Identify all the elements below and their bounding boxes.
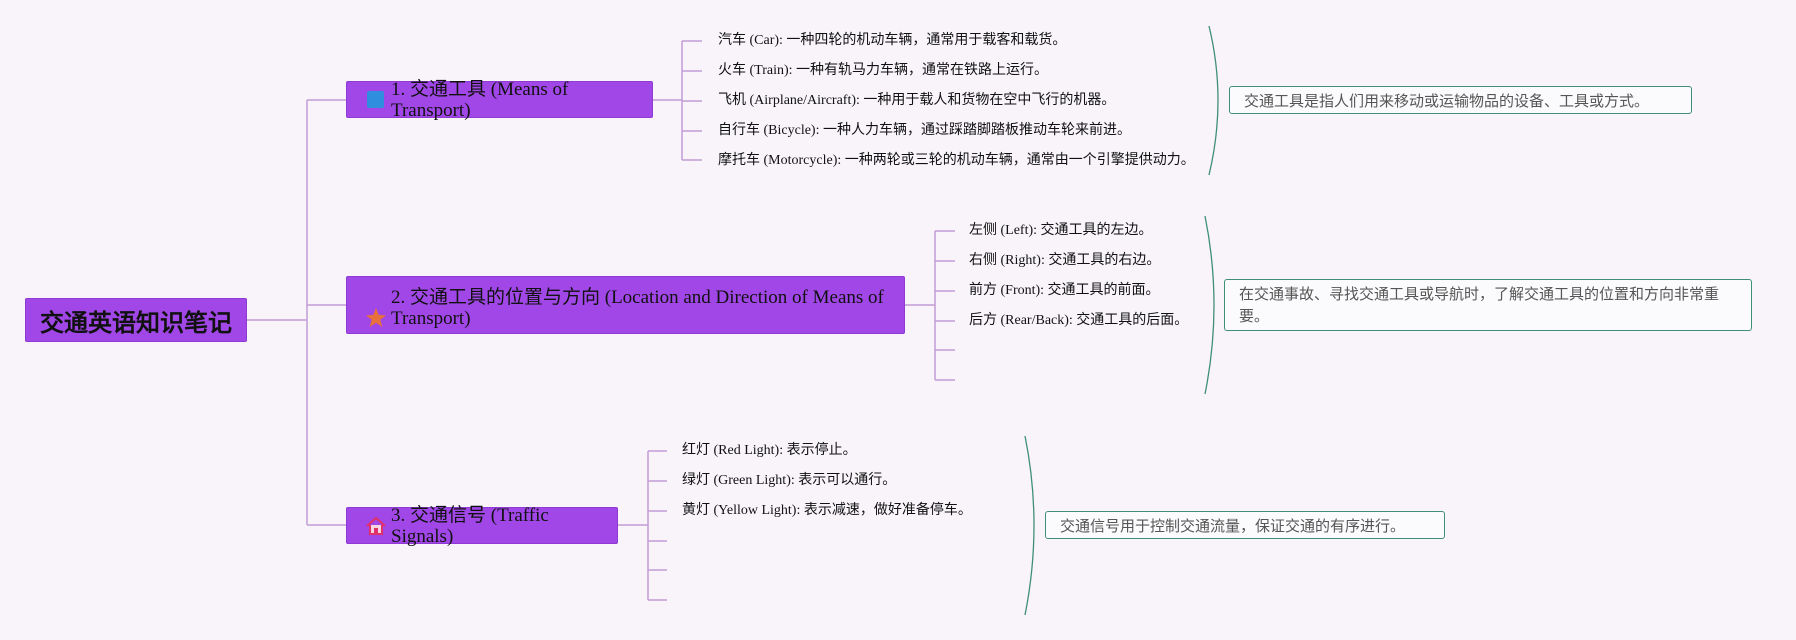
leaf-airplane[interactable]: 飞机 (Airplane/Aircraft): 一种用于载人和货物在空中飞行的机… xyxy=(718,93,1116,108)
branch-location-direction[interactable]: 2. 交通工具的位置与方向 (Location and Direction of… xyxy=(346,276,905,334)
leaf-bicycle[interactable]: 自行车 (Bicycle): 一种人力车辆，通过踩踏脚踏板推动车轮来前进。 xyxy=(718,123,1131,138)
summary-location-direction[interactable]: 在交通事故、寻找交通工具或导航时，了解交通工具的位置和方向非常重要。 xyxy=(1224,279,1752,331)
leaf-right[interactable]: 右侧 (Right): 交通工具的右边。 xyxy=(969,253,1161,268)
orange-star-icon xyxy=(365,307,387,329)
leaf-rear[interactable]: 后方 (Rear/Back): 交通工具的后面。 xyxy=(969,313,1189,328)
leaf-motorcycle[interactable]: 摩托车 (Motorcycle): 一种两轮或三轮的机动车辆，通常由一个引擎提供… xyxy=(718,153,1195,168)
leaf-green-light[interactable]: 绿灯 (Green Light): 表示可以通行。 xyxy=(682,473,897,488)
leaf-red-light[interactable]: 红灯 (Red Light): 表示停止。 xyxy=(682,443,857,458)
leaf-car[interactable]: 汽车 (Car): 一种四轮的机动车辆，通常用于载客和载货。 xyxy=(718,33,1067,48)
branch-label: 3. 交通信号 (Traffic Signals) xyxy=(391,504,549,547)
leaf-train[interactable]: 火车 (Train): 一种有轨马力车辆，通常在铁路上运行。 xyxy=(718,63,1049,78)
summary-traffic-signals[interactable]: 交通信号用于控制交通流量，保证交通的有序进行。 xyxy=(1045,511,1445,539)
branch-label: 2. 交通工具的位置与方向 (Location and Direction of… xyxy=(391,287,884,329)
leaf-yellow-light[interactable]: 黄灯 (Yellow Light): 表示减速，做好准备停车。 xyxy=(682,503,972,518)
blue-square-icon xyxy=(365,89,387,111)
branch-traffic-signals[interactable]: 3. 交通信号 (Traffic Signals) xyxy=(346,504,618,547)
branch-means-of-transport[interactable]: 1. 交通工具 (Means of Transport) xyxy=(346,78,653,121)
house-icon xyxy=(365,515,387,537)
root-topic[interactable]: 交通英语知识笔记 xyxy=(25,298,247,342)
branch-label: 1. 交通工具 (Means of Transport) xyxy=(391,78,569,121)
summary-means-of-transport[interactable]: 交通工具是指人们用来移动或运输物品的设备、工具或方式。 xyxy=(1229,86,1692,114)
leaf-left[interactable]: 左侧 (Left): 交通工具的左边。 xyxy=(969,223,1153,238)
leaf-front[interactable]: 前方 (Front): 交通工具的前面。 xyxy=(969,283,1160,298)
